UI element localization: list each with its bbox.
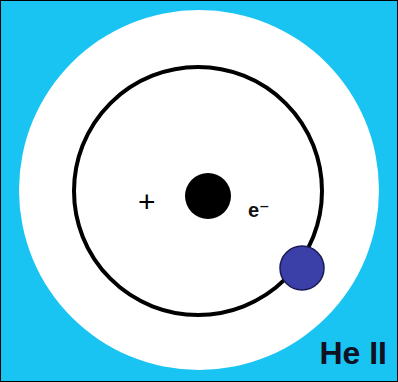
charge-sign: + <box>138 187 156 217</box>
nucleus-dot <box>185 173 231 219</box>
electron-label: e⁻ <box>248 200 270 220</box>
white-disc <box>19 10 379 370</box>
ion-label: He II <box>319 337 387 369</box>
electron-dot <box>280 246 324 290</box>
